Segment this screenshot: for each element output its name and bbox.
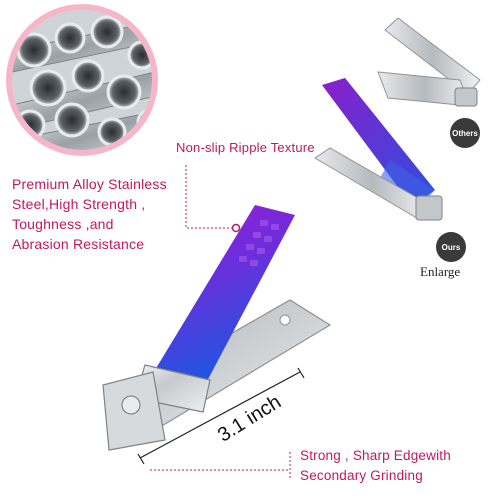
stainless-pipes-image xyxy=(6,4,158,156)
enlarge-label: Enlarge xyxy=(420,264,461,279)
texture-label: Non-slip Ripple Texture xyxy=(176,140,315,155)
main-nail-clipper xyxy=(102,205,332,451)
others-badge: Others xyxy=(450,118,480,148)
ours-badge: Ours xyxy=(436,232,466,262)
material-line-2: Steel,High Strength , xyxy=(12,196,146,212)
ours-clipper xyxy=(314,78,443,221)
comparison-clippers xyxy=(314,17,481,221)
material-line-3: Toughness ,and xyxy=(12,216,114,232)
edge-line-1: Strong , Sharp Edgewith xyxy=(300,448,451,463)
material-line-4: Abrasion Resistance xyxy=(12,236,145,252)
edge-line-2: Secondary Grinding xyxy=(300,468,423,483)
material-description: Premium Alloy Stainless Steel,High Stren… xyxy=(12,174,182,254)
material-line-1: Premium Alloy Stainless xyxy=(12,176,167,192)
ripple-texture xyxy=(239,220,279,266)
edge-description: Strong , Sharp Edgewith Secondary Grindi… xyxy=(300,446,451,486)
others-clipper xyxy=(377,17,481,107)
